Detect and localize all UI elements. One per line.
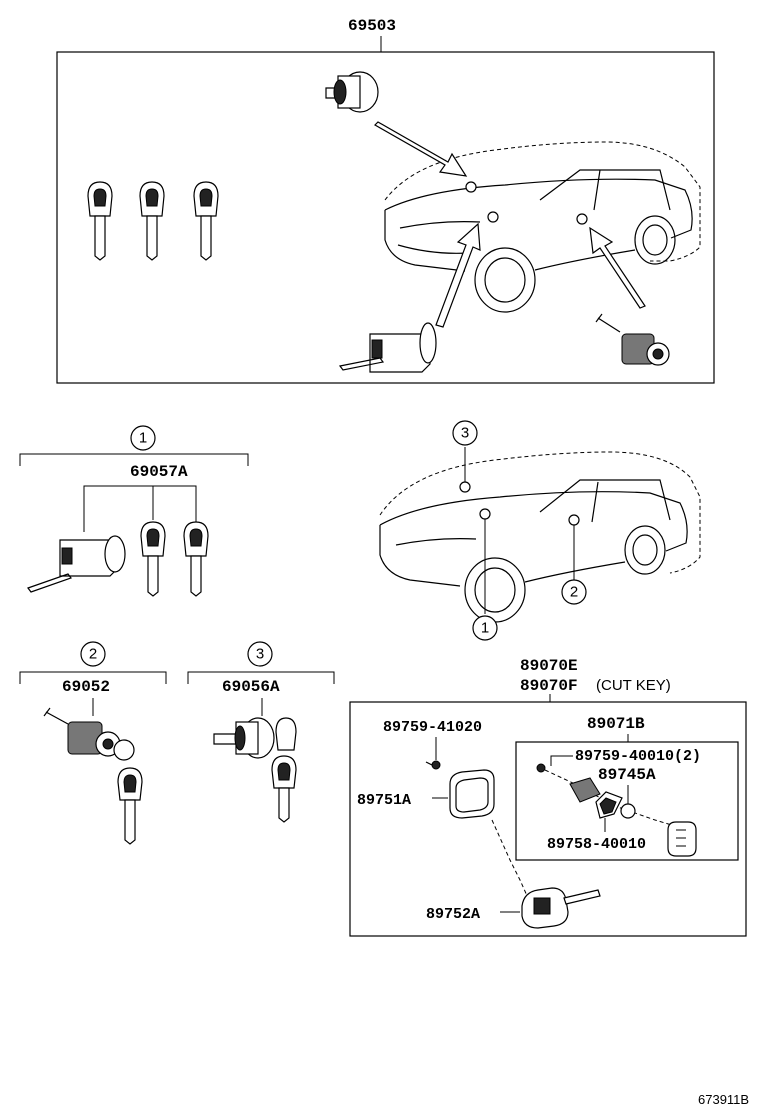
key-group: 89070E 89070F (CUT KEY) 89759-41020 8975…	[349, 657, 747, 937]
key-group-part-number-1: 89070E	[520, 657, 578, 675]
group-3-circle	[247, 641, 273, 667]
car-callout-2	[561, 579, 587, 605]
group-2-circle	[80, 641, 106, 667]
sub-group-battery: 89745A	[598, 766, 656, 784]
top-key-1-icon	[87, 181, 113, 261]
key-group-part-number-2: 89070F	[520, 677, 578, 695]
group-2-circle-label: 2	[89, 646, 97, 663]
key-group-key-part: 89752A	[426, 906, 480, 923]
car-callout-1	[472, 615, 498, 641]
car-callout-2-label: 2	[570, 584, 578, 601]
sub-group-part-number: 89071B	[587, 715, 645, 733]
sub-screw-icon	[536, 763, 546, 773]
top-group-part-number: 69503	[348, 17, 396, 35]
top-group: 69503	[56, 17, 715, 384]
key-group-case-part: 89751A	[357, 792, 411, 809]
key-case-icon	[449, 769, 495, 819]
middle-car: 3 1 2	[379, 420, 701, 641]
group-1-key-a-icon	[140, 521, 166, 597]
remote-key-icon	[521, 887, 601, 929]
group-3: 3 69056A	[187, 641, 335, 823]
sub-group-frame	[515, 741, 739, 861]
group-2-lock-icon	[43, 707, 121, 757]
group-1-circle	[130, 425, 156, 451]
top-arrows	[374, 121, 646, 328]
group-1-cylinder-icon	[27, 535, 126, 593]
screw-icon	[425, 760, 441, 770]
car-callout-1-label: 1	[481, 620, 489, 637]
top-group-frame	[56, 51, 715, 384]
car-callout-3-label: 3	[461, 425, 469, 442]
group-2: 2 69052	[19, 641, 167, 845]
group-2-part-number: 69052	[62, 678, 110, 696]
battery-icon	[620, 803, 636, 819]
group-3-circle-label: 3	[256, 646, 264, 663]
group-3-part-number: 69056A	[222, 678, 280, 696]
back-door-lock-icon	[595, 313, 670, 366]
top-key-2-icon	[139, 181, 165, 261]
group-1: 1 69057A	[19, 425, 249, 597]
sub-group-gasket: 89758-40010	[547, 836, 646, 853]
group-3-key-icon	[271, 717, 297, 823]
group-1-part-number: 69057A	[130, 463, 188, 481]
group-1-key-b-icon	[183, 521, 209, 597]
group-1-circle-label: 1	[139, 430, 147, 447]
key-group-frame	[349, 701, 747, 937]
group-3-cylinder-icon	[213, 717, 275, 759]
hood-lock-cylinder-icon	[325, 71, 379, 113]
top-key-3-icon	[193, 181, 219, 261]
key-group-cut-key-note: (CUT KEY)	[596, 677, 671, 694]
transmitter-board-icon	[569, 777, 601, 803]
car-callout-3	[452, 420, 478, 446]
sub-group-screw: 89759-40010(2)	[575, 748, 701, 765]
group-2-key-icon	[113, 739, 143, 845]
door-lock-cylinder-icon	[338, 322, 437, 373]
gasket-icon	[595, 791, 623, 819]
key-group-screw: 89759-41020	[383, 719, 482, 736]
top-car-icon	[384, 141, 701, 313]
reference-number: 673911B	[698, 1092, 749, 1107]
cover-icon	[667, 821, 697, 857]
